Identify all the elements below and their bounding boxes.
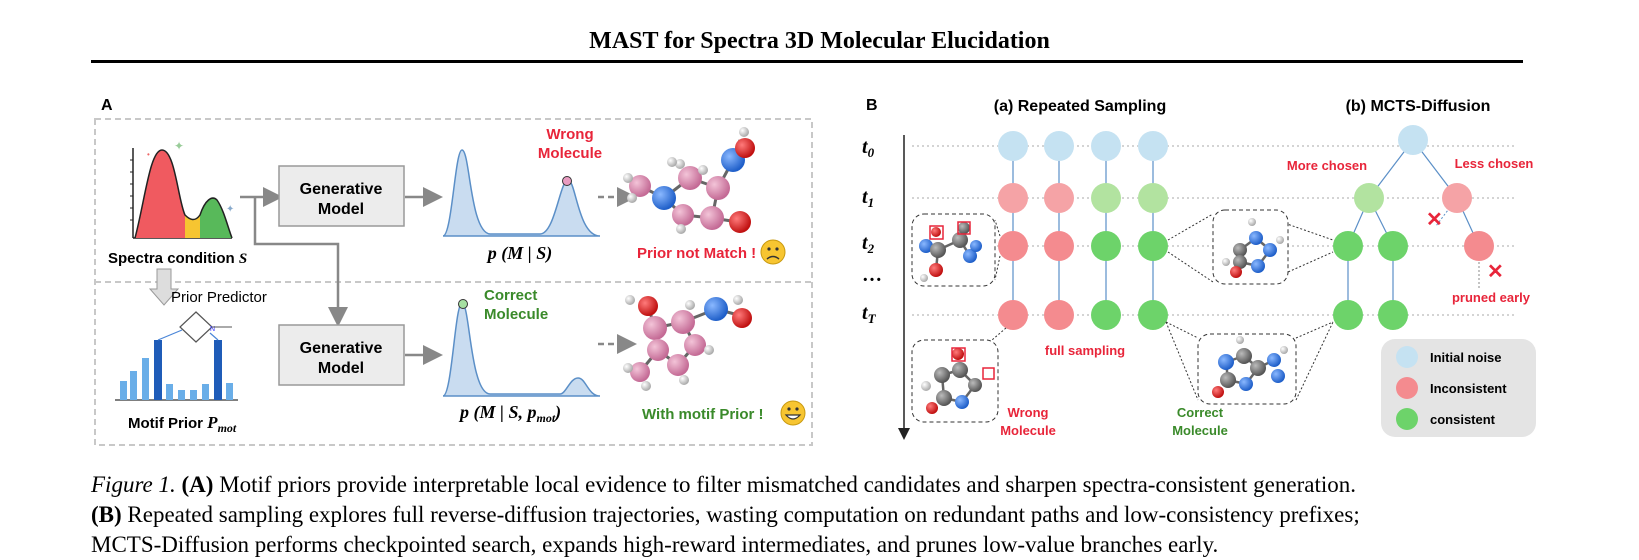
prune-x-icon-2: ✕ <box>1487 261 1504 283</box>
caption-line-2-text: Repeated sampling explores full reverse-… <box>121 502 1360 527</box>
correct-peak-marker <box>458 299 468 309</box>
happy-face-icon <box>780 400 806 426</box>
legend-swatch-consistent <box>1396 408 1418 430</box>
full-sampling-label: full sampling <box>1045 343 1125 358</box>
tT-label: tT <box>862 302 877 326</box>
wrong-molecule-label-a-1: Wrong <box>546 126 593 143</box>
prior-not-match-label: Prior not Match ! <box>637 245 756 262</box>
caption-line-3: MCTS-Diffusion performs checkpointed sea… <box>91 532 1219 557</box>
inset-correct-tT <box>1197 333 1297 405</box>
sad-face-icon <box>760 239 786 265</box>
correct-molecule-a <box>623 295 752 391</box>
wrong-molecule-a <box>623 127 755 234</box>
prune-x-icon: ✕ <box>1426 209 1443 231</box>
t2-label: t2 <box>862 232 875 256</box>
dots-label: … <box>862 264 882 286</box>
mcts-tree: ✕ ✕ <box>1333 125 1504 330</box>
inset-correct-t2 <box>1212 209 1289 285</box>
panel-b-letter: B <box>866 97 878 114</box>
svg-text:•: • <box>147 150 150 159</box>
wrong-molecule-label-b-1: Wrong <box>1008 405 1049 420</box>
legend-swatch-inconsistent <box>1396 377 1418 399</box>
generative-model-box-bottom <box>278 324 405 386</box>
motif-prior-label: Motif Prior Pmot <box>128 413 237 435</box>
arrow-spectra-to-model2 <box>253 197 348 327</box>
panel-a: A ✦ ✦ • Spectra condition S Prior Predic… <box>94 97 813 446</box>
pruned-early-label: pruned early <box>1452 290 1531 305</box>
svg-text:N: N <box>210 326 215 333</box>
svg-text:✦: ✦ <box>174 139 184 153</box>
t0-label: t0 <box>862 136 875 160</box>
more-chosen-label: More chosen <box>1287 158 1367 173</box>
figure-caption: Figure 1. (A) Motif priors provide inter… <box>91 470 1531 560</box>
t1-label: t1 <box>862 186 874 210</box>
caption-line-1: Figure 1. (A) Motif priors provide inter… <box>91 470 1531 500</box>
repeated-sampling-columns <box>998 131 1168 330</box>
generative-model-box-top <box>278 165 405 227</box>
panel-b: B (a) Repeated Sampling (b) MCTS-Diffusi… <box>862 97 1536 440</box>
legend-label-consistent: consistent <box>1430 412 1496 427</box>
caption-line-1-text: Motif priors provide interpretable local… <box>213 472 1356 497</box>
motif-prior-bars: N <box>115 311 238 401</box>
prior-predictor-arrow <box>148 268 180 306</box>
panel-b-title-b: (b) MCTS-Diffusion <box>1346 98 1491 115</box>
correct-molecule-label-b-1: Correct <box>1177 405 1224 420</box>
distribution-top-label: p (M | S) <box>486 243 552 264</box>
wrong-peak-marker <box>562 176 572 186</box>
legend-label-noise: Initial noise <box>1430 350 1502 365</box>
inset-wrong-t2 <box>911 213 996 287</box>
generative-model-label-top-2: Model <box>318 201 364 218</box>
panel-a-letter: A <box>101 97 113 114</box>
spectra-plot: ✦ ✦ • <box>130 139 234 239</box>
caption-a-marker: (A) <box>181 472 214 497</box>
figure-1: A ✦ ✦ • Spectra condition S Prior Predic… <box>94 97 1536 446</box>
wrong-molecule-label-a-2: Molecule <box>538 145 602 162</box>
panel-b-title-a: (a) Repeated Sampling <box>994 98 1166 115</box>
correct-molecule-label-a-1: Correct <box>484 287 537 304</box>
less-chosen-label: Less chosen <box>1455 156 1534 171</box>
distribution-curve-top <box>442 149 601 237</box>
generative-model-label-top-1: Generative <box>300 181 383 198</box>
distribution-bottom-label: p (M | S, pmot) <box>458 402 561 425</box>
caption-line-2: (B) Repeated sampling explores full reve… <box>91 500 1531 530</box>
wrong-molecule-label-b-2: Molecule <box>1000 423 1056 438</box>
generative-model-label-bottom-1: Generative <box>300 340 383 357</box>
caption-fig-label: Figure 1. <box>91 472 176 497</box>
svg-text:✦: ✦ <box>226 204 234 215</box>
generative-model-label-bottom-2: Model <box>318 360 364 377</box>
correct-molecule-label-b-2: Molecule <box>1172 423 1228 438</box>
page-title: MAST for Spectra 3D Molecular Elucidatio… <box>589 28 1050 54</box>
caption-b-marker: (B) <box>91 502 122 527</box>
legend-label-inconsistent: Inconsistent <box>1430 381 1507 396</box>
spectra-label: Spectra condition S <box>108 250 247 267</box>
title-rule <box>91 60 1523 63</box>
inset-wrong-tT <box>911 339 999 423</box>
prior-predictor-label: Prior Predictor <box>171 289 267 306</box>
with-motif-prior-label: With motif Prior ! <box>642 406 764 423</box>
distribution-curve-bottom <box>442 302 601 397</box>
correct-molecule-label-a-2: Molecule <box>484 306 548 323</box>
legend: Initial noise Inconsistent consistent <box>1381 339 1536 437</box>
legend-swatch-noise <box>1396 346 1418 368</box>
